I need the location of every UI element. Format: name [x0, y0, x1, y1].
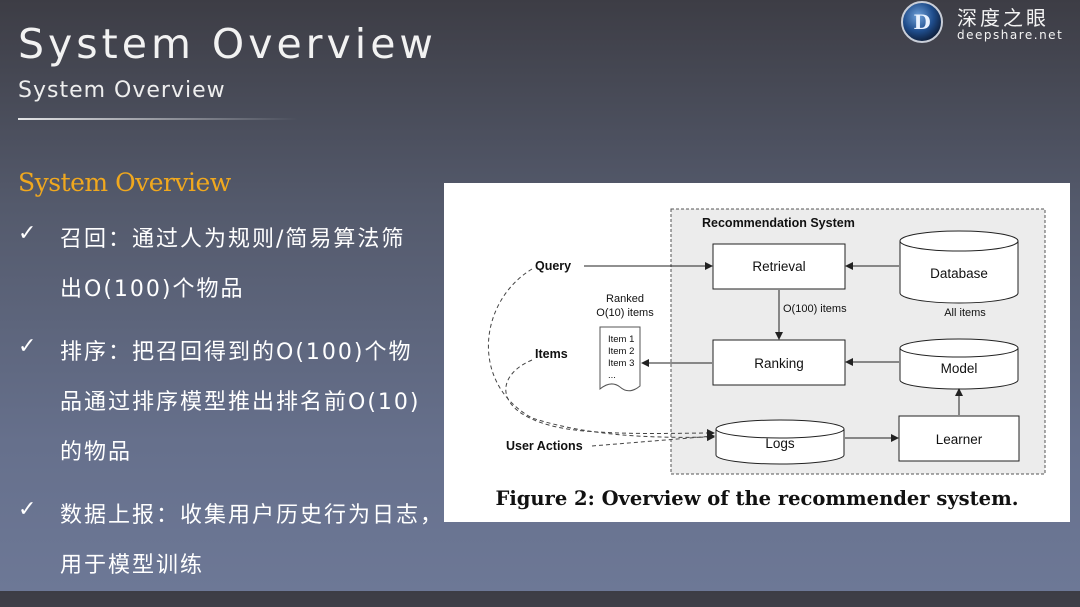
learner-label: Learner: [936, 432, 983, 447]
doc-item: Item 3: [608, 358, 634, 369]
logo-mark: D: [913, 10, 931, 34]
recommender-diagram: Recommendation System Retrieval Ranking …: [487, 208, 1046, 475]
logs-label: Logs: [765, 436, 795, 451]
retrieval-box: [712, 243, 846, 290]
bullet-line: 数据上报：收集用户历史行为日志，: [60, 503, 445, 528]
bullet-item: ✓ 数据上报：收集用户历史行为日志， 用于模型训练: [18, 488, 448, 594]
check-icon: ✓: [18, 221, 37, 246]
ranking-label: Ranking: [754, 356, 804, 371]
doc-item: Item 2: [608, 346, 634, 357]
doc-item: ...: [608, 370, 616, 381]
system-label: Recommendation System: [702, 216, 855, 230]
all-items-label: All items: [944, 307, 986, 319]
ranked-label-line1: Ranked: [606, 293, 644, 305]
ranked-label-line2: O(10) items: [596, 307, 654, 319]
check-icon: ✓: [18, 497, 37, 522]
learner-box: [898, 415, 1020, 462]
retrieval-label: Retrieval: [752, 259, 805, 274]
bullet-line: 排序：把召回得到的O(100)个物: [60, 340, 413, 365]
figure-panel: Recommendation System Retrieval Ranking …: [444, 183, 1070, 522]
ranking-box: [712, 339, 846, 386]
bullet-line: 出O(100)个物品: [60, 277, 245, 302]
user-actions-label: User Actions: [506, 439, 583, 453]
logo-site: deepshare.net: [957, 28, 1064, 42]
arrow-query-to-logs: [487, 268, 715, 442]
bullet-line: 用于模型训练: [60, 553, 205, 578]
bullet-list: ✓ 召回：通过人为规则/简易算法筛 出O(100)个物品 ✓ 排序：把召回得到的…: [18, 218, 448, 607]
query-label: Query: [535, 259, 571, 273]
model-cylinder: [899, 338, 1019, 390]
section-title: System Overview: [18, 168, 231, 197]
bullet-item: ✓ 召回：通过人为规则/简易算法筛 出O(100)个物品: [18, 212, 448, 318]
logo-eye-icon: D: [901, 1, 943, 43]
figure-caption: Figure 2: Overview of the recommender sy…: [495, 487, 1019, 510]
title-divider: [18, 118, 298, 120]
database-cylinder: [899, 230, 1019, 304]
items-label: Items: [535, 347, 568, 361]
bullet-line: 品通过排序模型推出排名前O(10): [60, 390, 421, 415]
logs-cylinder: [715, 419, 845, 465]
o100-label: O(100) items: [783, 303, 847, 315]
arrow-items-to-logs: [505, 359, 715, 438]
model-label: Model: [941, 361, 978, 376]
document-icon: [599, 326, 641, 392]
bullet-line: 的物品: [60, 440, 133, 465]
check-icon: ✓: [18, 334, 37, 359]
slide-title: System Overview: [18, 20, 437, 68]
logo-name: 深度之眼: [957, 6, 1049, 30]
bullet-item: ✓ 排序：把召回得到的O(100)个物 品通过排序模型推出排名前O(10) 的物…: [18, 325, 448, 481]
brand-logo: D 深度之眼 deepshare.net: [899, 0, 1080, 48]
database-label: Database: [930, 266, 988, 281]
bullet-line: 召回：通过人为规则/简易算法筛: [60, 227, 406, 252]
doc-item: Item 1: [608, 334, 634, 345]
slide-subtitle: System Overview: [18, 78, 226, 103]
